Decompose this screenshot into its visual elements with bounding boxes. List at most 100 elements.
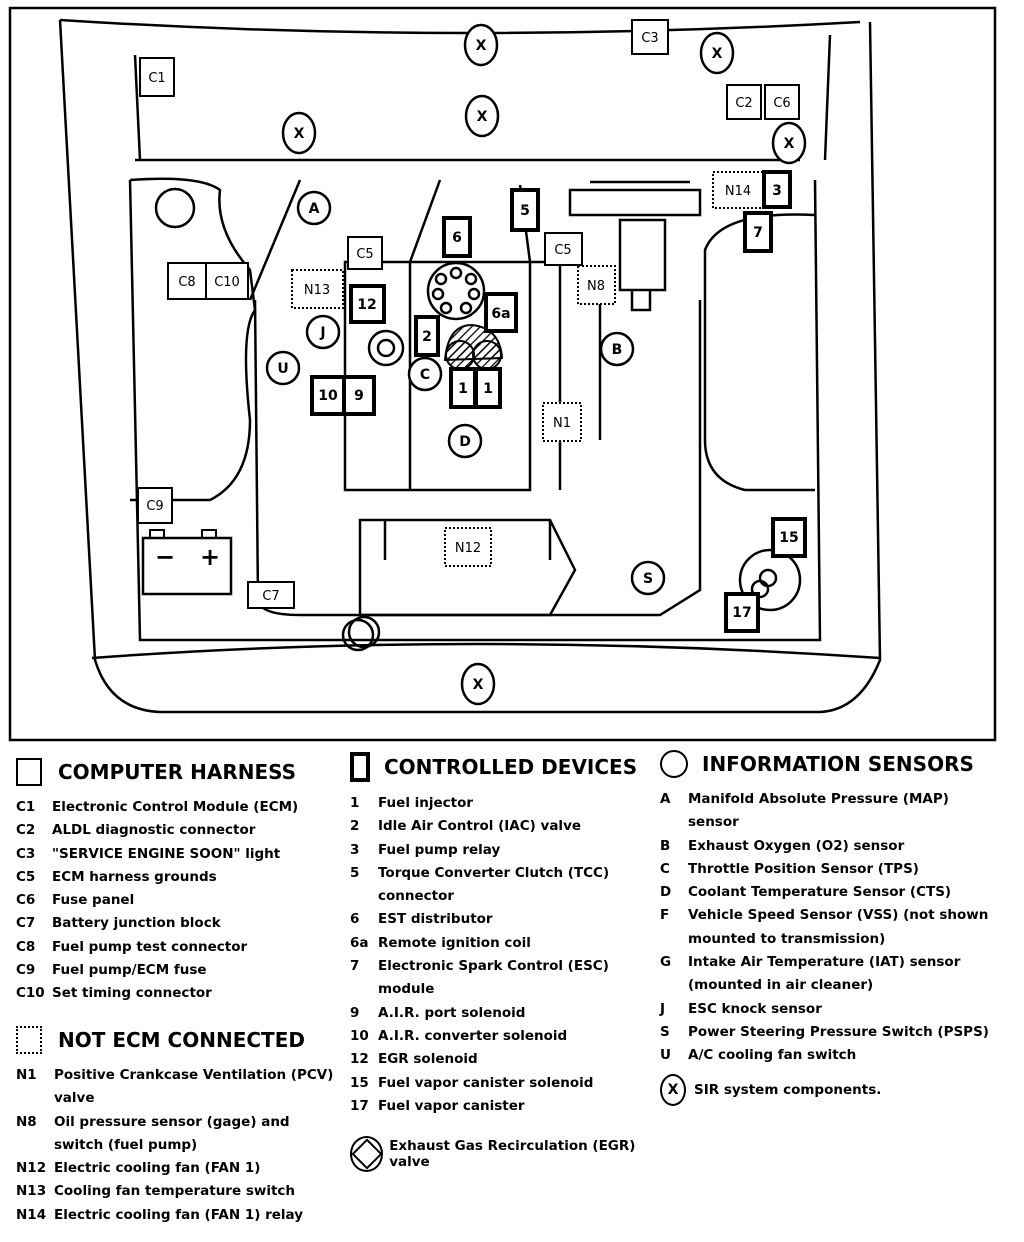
label-device-3: 3 xyxy=(772,183,782,199)
label-sir-right: X xyxy=(784,136,795,152)
label-c6: C6 xyxy=(773,96,790,111)
legend-item-code: 2 xyxy=(350,818,360,835)
legend-item-code: S xyxy=(660,1023,670,1040)
legend-item-description: Remote ignition coil xyxy=(378,934,531,951)
legend-item-description: Fuel pump relay xyxy=(378,841,501,858)
label-sir-bottom: X xyxy=(473,677,484,693)
label-c10: C10 xyxy=(214,275,240,290)
legend-list: C1 Electronic Control Module (ECM) C2 ALDL … xyxy=(16,796,336,1006)
label-sensor-c: C xyxy=(420,367,430,383)
legend-item-code: 7 xyxy=(350,958,360,975)
legend-item: C2 ALDL diagnostic connector xyxy=(16,819,336,842)
not-ecm-boxes xyxy=(291,171,764,567)
legend-item-description: Idle Air Control (IAC) valve xyxy=(378,818,582,835)
legend-item-description: Electronic Control Module (ECM) xyxy=(52,799,299,815)
legend-item-code: N8 xyxy=(16,1113,37,1130)
legend-item: S Power Steering Pressure Switch (PSPS) xyxy=(660,1021,990,1044)
legend-item-code: 17 xyxy=(350,1097,369,1114)
legend-item-code: C7 xyxy=(16,915,36,932)
sir-x-icon: X xyxy=(660,1073,686,1106)
legend-item-code: 10 xyxy=(350,1027,369,1044)
legend-item-description: Oil pressure sensor (gage) and switch (f… xyxy=(54,1113,290,1153)
pulley xyxy=(341,615,381,652)
legend-item-code: C10 xyxy=(16,985,45,1002)
label-c9: C9 xyxy=(146,499,163,514)
sir-note: X SIR system components. xyxy=(660,1073,990,1106)
legend-item-description: Electric cooling fan (FAN 1) relay xyxy=(54,1206,304,1223)
legend-computer-harness: COMPUTER HARNESS C1 Electronic Control Mo… xyxy=(16,758,336,1006)
legend-item: C10 Set timing connector xyxy=(16,982,336,1005)
legend-item: C7 Battery junction block xyxy=(16,912,336,935)
legend-item-description: Coolant Temperature Sensor (CTS) xyxy=(688,884,952,901)
legend-item-description: A.I.R. port solenoid xyxy=(378,1004,526,1021)
legend-item-code: 6 xyxy=(350,911,360,928)
label-sir-right-top: X xyxy=(712,46,723,62)
battery-icon: − + xyxy=(141,529,233,596)
legend-item-code: A xyxy=(660,791,671,807)
sir-note-text: SIR system components. xyxy=(694,1081,882,1098)
legend-item-description: Set timing connector xyxy=(52,985,212,1002)
legend-item-description: Exhaust Oxygen (O2) sensor xyxy=(688,837,905,854)
ignition-coil xyxy=(443,323,504,370)
legend-item-description: Power Steering Pressure Switch (PSPS) xyxy=(688,1023,989,1040)
egr-note-text: Exhaust Gas Recirculation (EGR) valve xyxy=(389,1138,636,1171)
circle-icon xyxy=(660,750,688,778)
legend-title: NOT ECM CONNECTED xyxy=(58,1028,305,1052)
label-device-1b: 1 xyxy=(483,381,493,397)
legend-item-description: EGR solenoid xyxy=(378,1051,478,1068)
distributor-cap xyxy=(426,261,486,321)
legend-item-code: C2 xyxy=(16,822,36,839)
legend-item-code: C6 xyxy=(16,892,36,909)
label-c8: C8 xyxy=(178,275,195,290)
legend-item: 17 Fuel vapor canister xyxy=(350,1095,655,1118)
legend-item: N8 Oil pressure sensor (gage) and switch … xyxy=(16,1111,341,1158)
legend-item-description: Battery junction block xyxy=(52,915,221,932)
legend-item-description: Fuel vapor canister solenoid xyxy=(378,1074,594,1091)
legend-item-description: Fuel vapor canister xyxy=(378,1097,525,1114)
legend-item-description: Fuel injector xyxy=(378,795,474,811)
label-sensor-j: J xyxy=(319,325,325,341)
legend-item-description: Intake Air Temperature (IAT) sensor (mou… xyxy=(688,954,961,994)
label-n8: N8 xyxy=(587,279,605,294)
legend-item-code: 15 xyxy=(350,1074,369,1091)
legend-item: A Manifold Absolute Pressure (MAP) sensor xyxy=(660,788,990,835)
legend-item-description: Fuse panel xyxy=(52,892,135,909)
legend-item-description: Electric cooling fan (FAN 1) xyxy=(54,1160,261,1177)
legend-title: COMPUTER HARNESS xyxy=(58,760,297,784)
legend-item-description: Electronic Spark Control (ESC) module xyxy=(378,958,609,998)
legend-item-code: 5 xyxy=(350,864,360,881)
label-c1: C1 xyxy=(148,71,165,86)
battery-minus: − xyxy=(155,543,175,571)
legend-item: C6 Fuse panel xyxy=(16,889,336,912)
label-c2: C2 xyxy=(735,96,752,111)
label-n12: N12 xyxy=(455,541,481,556)
egr-valve-icon xyxy=(350,1136,384,1173)
legend-item-description: A/C cooling fan switch xyxy=(688,1047,857,1064)
legend-item: 2 Idle Air Control (IAC) valve xyxy=(350,815,655,838)
legend-item-code: C8 xyxy=(16,938,36,955)
legend-item: C3"SERVICE ENGINE SOON" light xyxy=(16,843,336,866)
legend-item-code: C5 xyxy=(16,868,36,885)
sensor-circles xyxy=(265,190,666,596)
legend-item-description: Manifold Absolute Pressure (MAP) sensor xyxy=(688,791,949,831)
label-n13: N13 xyxy=(304,283,330,298)
legend-list: A Manifold Absolute Pressure (MAP) sensor… xyxy=(660,788,990,1068)
legend-item-code: N1 xyxy=(16,1067,37,1083)
legend-item: 7 Electronic Spark Control (ESC) module xyxy=(350,955,655,1002)
canister-15-17 xyxy=(738,548,802,612)
legend-item-code: 1 xyxy=(350,795,360,811)
legend-item-code: N12 xyxy=(16,1160,47,1177)
legend-item-code: C1 xyxy=(16,799,36,815)
legend-item-description: ALDL diagnostic connector xyxy=(52,822,256,839)
